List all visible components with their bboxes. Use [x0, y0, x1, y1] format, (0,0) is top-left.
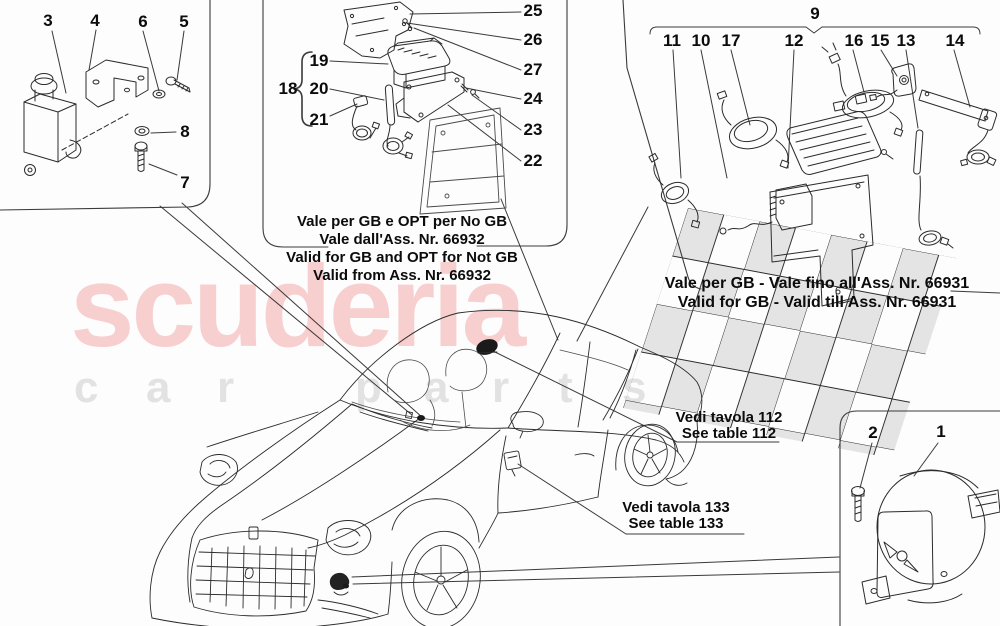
- car-illustration: [149, 309, 703, 626]
- car-interior-sketch: [351, 348, 629, 431]
- callout-15: 15: [870, 31, 890, 50]
- wiring-coil-11: [648, 152, 701, 229]
- ecu-module-part: [387, 37, 451, 89]
- bumper-horn-location: [329, 572, 350, 596]
- grommet-bracket-part-15: [869, 63, 917, 101]
- callout-11: 11: [663, 31, 681, 50]
- callout-18: 18: [278, 79, 298, 98]
- antenna-cable-parts: [351, 95, 414, 160]
- watermark-letter: a: [146, 363, 171, 412]
- callout-27: 27: [523, 60, 543, 79]
- callout-22: 22: [523, 151, 543, 170]
- callout-24: 24: [523, 89, 543, 108]
- front-wheel: [391, 498, 481, 626]
- note-line: Vale per GB e OPT per No GB: [296, 213, 508, 230]
- callout-19: 19: [309, 51, 329, 70]
- mount-bar-part-14: [918, 89, 998, 167]
- wiring-coil-16: [821, 42, 904, 137]
- callout-23: 23: [523, 120, 543, 139]
- callout-21: 21: [309, 110, 329, 129]
- callout-4: 4: [90, 11, 100, 30]
- antenna-strip-part: [384, 84, 396, 126]
- callout-25: 25: [523, 1, 543, 20]
- watermark-letter: r: [217, 363, 235, 412]
- watermark-letter: p: [355, 363, 382, 412]
- note-line: Valid for GB and OPT for Not GB: [286, 249, 518, 266]
- door-sill-module: [503, 450, 522, 477]
- wiring-coil-17: [716, 90, 790, 169]
- callout-9: 9: [810, 4, 820, 23]
- callout-7: 7: [180, 173, 190, 192]
- note-table-112: Vedi tavola 112 See table 112: [676, 410, 783, 442]
- note-gb-till: Vale per GB - Vale fino all'Ass. Nr. 669…: [665, 274, 969, 312]
- reservoir-part: [23, 73, 129, 176]
- note-line: See table 112: [681, 425, 777, 442]
- callout-14: 14: [945, 31, 965, 50]
- checkered-flag-watermark: [623, 208, 957, 459]
- number-leader-lines: [51, 11, 981, 489]
- note-line: Valid for GB - Valid till Ass. Nr. 66931: [677, 294, 957, 311]
- mounting-bracket-part: [85, 59, 149, 108]
- note-line: Valid from Ass. Nr. 66932: [313, 267, 491, 284]
- callout-5: 5: [179, 12, 189, 31]
- callout-13: 13: [896, 31, 916, 50]
- alarm-ecu-part-12: [786, 93, 894, 175]
- callout-8: 8: [180, 122, 190, 141]
- callout-2: 2: [868, 423, 878, 442]
- mount-plate-and-receiver: [719, 174, 874, 307]
- note-line: Vale per GB - Vale fino all'Ass. Nr. 669…: [664, 275, 970, 292]
- note-table-133: Vedi tavola 133 See table 133: [622, 500, 730, 532]
- note-gb-opt: Vale per GB e OPT per No GB Vale dall'As…: [286, 213, 518, 285]
- lower-tray-bracket-part: [395, 71, 480, 123]
- washer-and-bolt-parts: [134, 76, 191, 172]
- siren-bolt-part-2: [851, 486, 865, 522]
- callout-10: 10: [691, 31, 711, 50]
- antenna-stick-part-13: [913, 129, 954, 249]
- callout-20: 20: [309, 79, 329, 98]
- callout-26: 26: [523, 30, 543, 49]
- note-line: Vale dall'Ass. Nr. 66932: [319, 231, 485, 248]
- note-line: Vedi tavola 112: [675, 409, 783, 426]
- watermark-letter: t: [558, 363, 573, 412]
- callout-16: 16: [844, 31, 864, 50]
- callout-3: 3: [43, 11, 53, 30]
- callout-1: 1: [936, 422, 946, 441]
- watermark-letter: c: [74, 363, 99, 412]
- callout-12: 12: [784, 31, 804, 50]
- note-line: Vedi tavola 133: [622, 499, 730, 516]
- siren-horn-part-1: [861, 469, 1000, 605]
- note-line: See table 133: [628, 515, 724, 532]
- seat-frame-sketch: [419, 107, 507, 215]
- callout-6: 6: [138, 12, 148, 31]
- roof-sensor-blob: [476, 339, 498, 355]
- rear-wheel: [615, 423, 679, 487]
- upper-bracket-plate-part: [343, 1, 414, 59]
- callout-17: 17: [721, 31, 741, 50]
- install-point-markers: [404, 410, 425, 421]
- watermark-letter: r: [492, 363, 510, 412]
